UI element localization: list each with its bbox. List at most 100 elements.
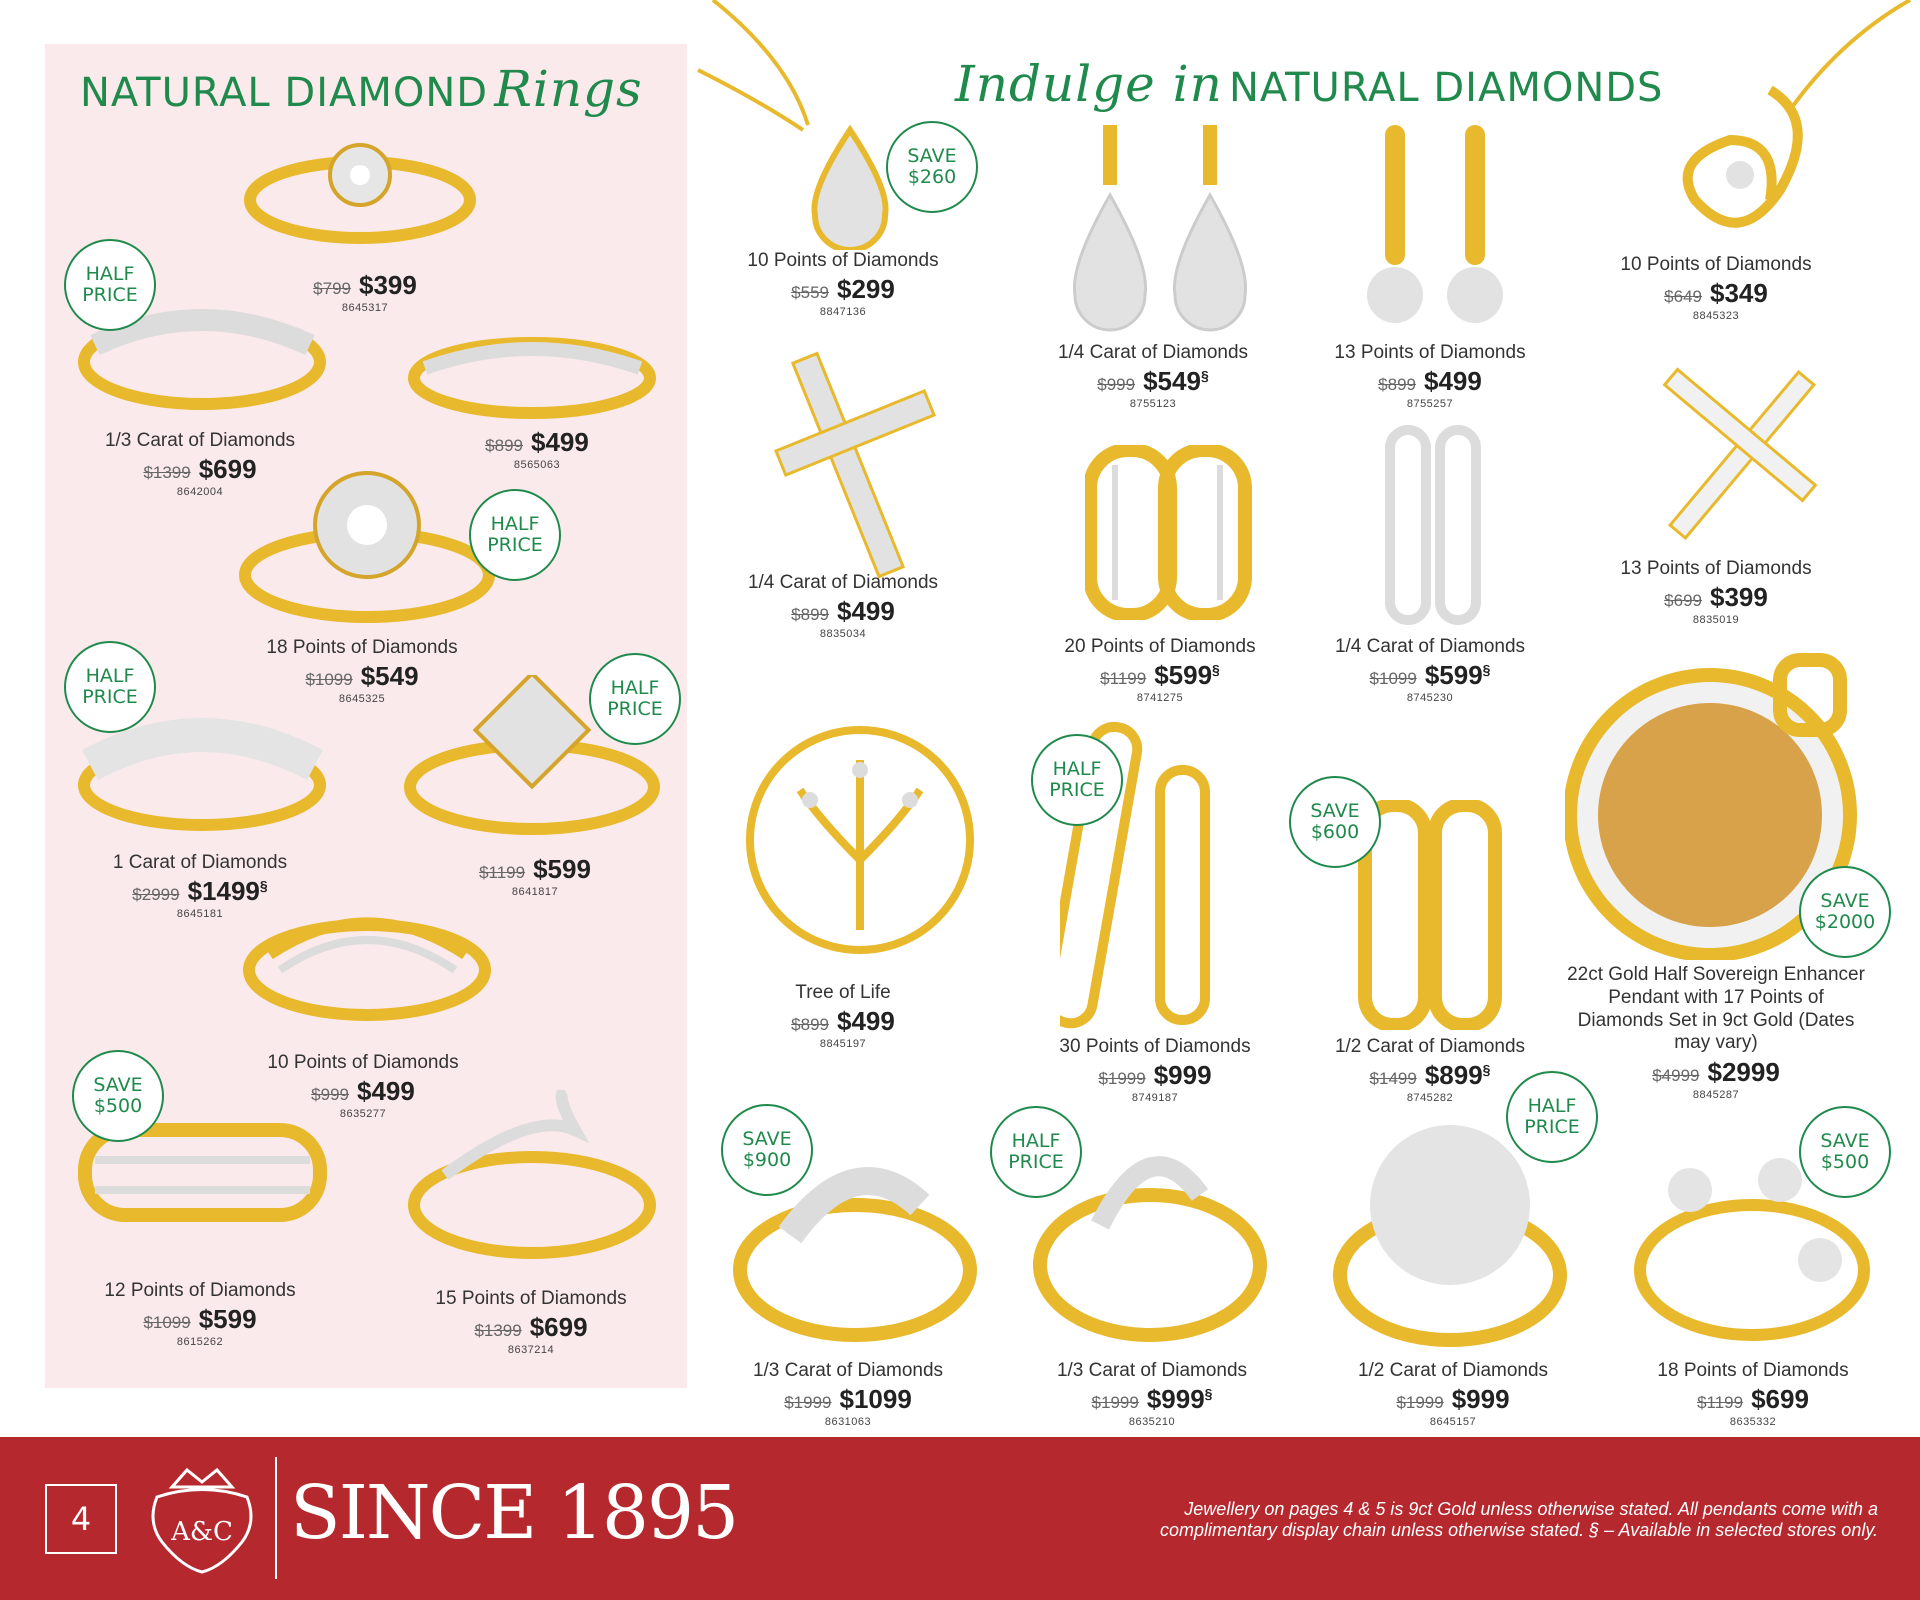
- sale-price: $1499§: [187, 876, 268, 906]
- was-price: $999: [311, 1085, 349, 1104]
- rings-heading: NATURAL DIAMOND Rings: [80, 60, 643, 118]
- rings-heading-script: Rings: [494, 60, 643, 118]
- sale-price: $399: [358, 270, 417, 300]
- product-caption: 30 Points of Diamonds $1999$999 8749187: [1005, 1036, 1305, 1104]
- ring-image: [1033, 1156, 1267, 1342]
- slim-hoop-earrings-image: [1385, 425, 1481, 625]
- sale-price: $899§: [1424, 1060, 1491, 1090]
- product-title: 20 Points of Diamonds: [1064, 636, 1256, 657]
- cross-pendant-image: [1662, 367, 1818, 541]
- was-price: $1199: [479, 863, 526, 882]
- sale-price: $499: [530, 427, 589, 457]
- sale-price: $499: [836, 596, 895, 626]
- since-1895: SINCE 1895: [290, 1470, 739, 1556]
- cluster-ring-image: [1333, 1125, 1567, 1347]
- product-caption: $1199$599 8641817: [385, 852, 685, 898]
- indulge-heading-script: Indulge in: [955, 55, 1223, 113]
- product-code: 8642004: [176, 486, 224, 498]
- indulge-heading-plain: NATURAL DIAMONDS: [1228, 65, 1664, 111]
- indulge-heading: Indulge in NATURAL DIAMONDS: [955, 55, 1663, 113]
- promo-badge: SAVE$2000: [1799, 866, 1891, 958]
- sale-price: $599: [533, 854, 591, 884]
- product-title: 18 Points of Diamonds: [1657, 1360, 1849, 1381]
- was-price: $1099: [143, 1313, 191, 1332]
- product-title: 1/2 Carat of Diamonds: [1357, 1360, 1549, 1381]
- rings-heading-plain: NATURAL DIAMOND: [80, 70, 489, 116]
- was-price: $4999: [1652, 1066, 1700, 1086]
- was-price: $1999: [1396, 1393, 1444, 1412]
- promo-badge: SAVE$500: [1799, 1106, 1891, 1198]
- product-title: 13 Points of Diamonds: [1620, 558, 1812, 579]
- sale-price: $599§: [1424, 660, 1491, 690]
- promo-badge: SAVE$500: [72, 1050, 164, 1142]
- was-price: $1199: [1100, 669, 1147, 688]
- sale-price: $349: [1709, 278, 1768, 308]
- product-code: 8755257: [1406, 398, 1454, 410]
- was-price: $1399: [474, 1321, 522, 1340]
- product-title: 1/3 Carat of Diamonds: [752, 1360, 944, 1381]
- product-caption: 20 Points of Diamonds $1199$599§ 8741275: [1010, 636, 1310, 704]
- sale-price: $549§: [1143, 366, 1209, 396]
- product-caption: 13 Points of Diamonds $699$399 8835019: [1566, 558, 1866, 626]
- was-price: $559: [791, 283, 829, 302]
- product-title: 18 Points of Diamonds: [266, 637, 458, 658]
- sale-price: $299: [836, 274, 895, 304]
- ring-image: [244, 143, 476, 244]
- ring-image: [408, 1090, 656, 1259]
- product-caption: Tree of Life $899$499 8845197: [693, 982, 993, 1050]
- teardrop-pendant-image: [811, 124, 889, 250]
- product-caption: 1/3 Carat of Diamonds $1999$1099 8631063: [698, 1360, 998, 1428]
- product-caption: 18 Points of Diamonds $1199$699 8635332: [1603, 1360, 1903, 1428]
- product-caption: 10 Points of Diamonds $999$499 8635277: [213, 1052, 513, 1120]
- hoop-earrings-image: [1358, 800, 1502, 1030]
- product-code: 8745282: [1406, 1092, 1454, 1104]
- product-code: 8635210: [1128, 1416, 1176, 1428]
- sale-price: $499: [836, 1006, 895, 1036]
- product-caption: 1/4 Carat of Diamonds $999 $549§ 8755123: [1003, 342, 1303, 410]
- product-caption: 1/3 Carat of Diamonds $1999$999§ 8635210: [1002, 1360, 1302, 1428]
- ring-image: [239, 471, 495, 623]
- product-code: 8645317: [341, 302, 389, 314]
- product-caption: 13 Points of Diamonds $899$499 8755257: [1280, 342, 1580, 410]
- was-price: $699: [1664, 591, 1702, 610]
- promo-badge: SAVE$260: [886, 121, 978, 213]
- product-code: 8755123: [1129, 398, 1177, 410]
- sale-price: $2999: [1707, 1057, 1780, 1088]
- product-title: 1/4 Carat of Diamonds: [1057, 342, 1249, 363]
- product-title: 1/4 Carat of Diamonds: [1334, 636, 1526, 657]
- product-code: 8635332: [1729, 1416, 1777, 1428]
- disclaimer: Jewellery on pages 4 & 5 is 9ct Gold unl…: [1159, 1499, 1878, 1540]
- product-title: 1/2 Carat of Diamonds: [1334, 1036, 1526, 1057]
- hoop-earrings-image: [1085, 445, 1252, 620]
- product-caption: $799$399 8645317: [215, 268, 515, 314]
- product-code: 8637214: [507, 1344, 555, 1356]
- sale-price: $599§: [1154, 660, 1220, 690]
- product-code: 8645181: [176, 908, 224, 920]
- product-title: 1/4 Carat of Diamonds: [747, 572, 939, 593]
- product-caption: 1 Carat of Diamonds $2999$1499§ 8645181: [50, 852, 350, 920]
- product-title: 13 Points of Diamonds: [1334, 342, 1526, 363]
- product-caption: $899$499 8565063: [387, 425, 687, 471]
- sale-price: $1099: [839, 1384, 912, 1414]
- footer-divider: [275, 1457, 277, 1579]
- was-price: $999: [1097, 375, 1136, 394]
- product-title: 1/3 Carat of Diamonds: [1056, 1360, 1248, 1381]
- page-number: 4: [45, 1484, 117, 1554]
- star-drop-earrings-image: [1367, 125, 1503, 323]
- was-price: $1999: [784, 1393, 832, 1412]
- product-code: 8645157: [1429, 1416, 1477, 1428]
- ring-image: [78, 1123, 327, 1222]
- product-code: 8615262: [176, 1336, 224, 1348]
- product-title: 15 Points of Diamonds: [435, 1288, 627, 1309]
- ring-image: [404, 675, 660, 835]
- was-price: $2999: [132, 885, 180, 904]
- sale-price: $499: [356, 1076, 415, 1106]
- was-price: $1999: [1098, 1069, 1146, 1088]
- was-price: $1099: [1369, 669, 1417, 688]
